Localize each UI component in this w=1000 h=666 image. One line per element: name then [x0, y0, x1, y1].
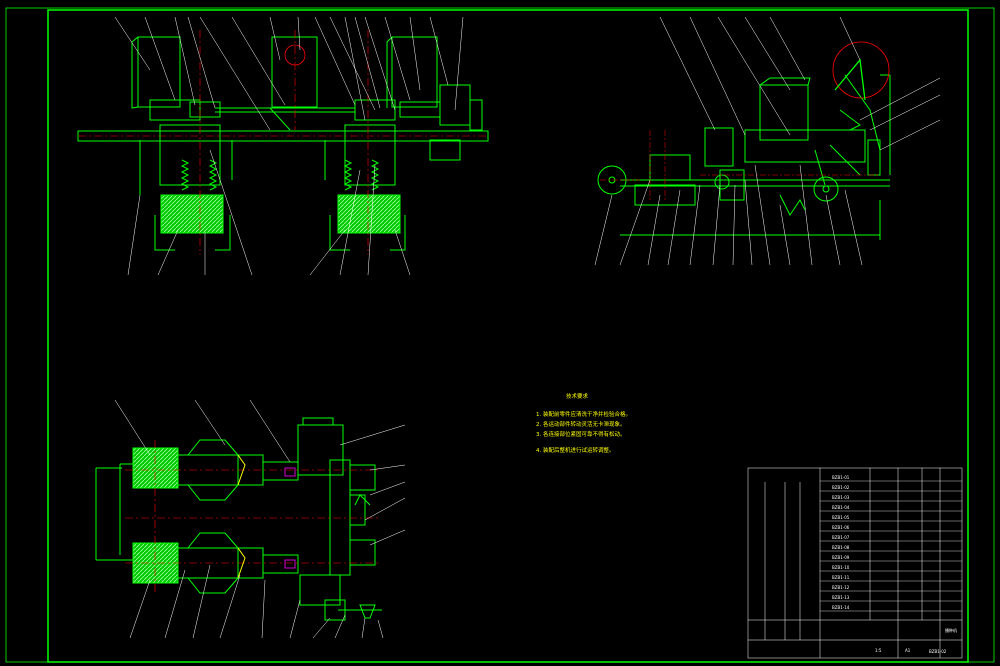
note-2: 2. 各运动部件转动灵活无卡滞现象。 — [536, 420, 626, 428]
front-view-leaders — [114, 16, 464, 276]
side-view — [597, 74, 891, 240]
inner-border — [47, 9, 969, 663]
drawing-name: 播种机 — [945, 627, 957, 633]
title-block-row-code: BZB1-05 — [832, 515, 850, 520]
front-view-centerlines — [199, 30, 369, 255]
title-block-row-code: BZB1-03 — [832, 495, 850, 500]
title-block-row-code: BZB1-02 — [832, 485, 850, 490]
title-block-row-code: BZB1-11 — [832, 575, 850, 580]
top-view — [95, 417, 382, 621]
note-4: 4. 装配后整机进行试运转调整。 — [536, 446, 615, 454]
notes-title: 技术要求 — [566, 392, 589, 400]
title-block — [747, 467, 963, 659]
title-block-row-code: BZB1-14 — [832, 605, 850, 610]
drawing-number: BZB1-02 — [929, 649, 947, 654]
note-1: 1. 装配前零件应清洗干净并检验合格。 — [536, 410, 631, 418]
title-block-row-code: BZB1-09 — [832, 555, 850, 560]
title-block-row-code: BZB1-13 — [832, 595, 850, 600]
sheet-size: A1 — [905, 648, 911, 653]
title-block-row-code: BZB1-01 — [832, 475, 850, 480]
top-view-accent — [237, 454, 296, 579]
title-block-row-code: BZB1-07 — [832, 535, 850, 540]
front-view — [77, 36, 489, 251]
side-view-leaders — [594, 16, 941, 266]
title-block-row-code: BZB1-10 — [832, 565, 850, 570]
top-view-leaders — [114, 399, 406, 639]
title-block-rows: BZB1-01BZB1-02BZB1-03BZB1-04BZB1-05BZB1-… — [820, 475, 962, 612]
top-view-centerlines — [125, 440, 380, 595]
title-block-row-code: BZB1-08 — [832, 545, 850, 550]
title-block-row-code: BZB1-04 — [832, 505, 850, 510]
title-block-text: 播种机 A1 1:5 BZB1-02 — [875, 627, 957, 654]
scale: 1:5 — [875, 648, 882, 653]
note-3: 3. 各连接部位紧固可靠不得有松动。 — [536, 430, 626, 438]
title-block-row-code: BZB1-12 — [832, 585, 850, 590]
technical-notes: 技术要求 1. 装配前零件应清洗干净并检验合格。 2. 各运动部件转动灵活无卡滞… — [536, 392, 631, 454]
title-block-row-code: BZB1-06 — [832, 525, 850, 530]
